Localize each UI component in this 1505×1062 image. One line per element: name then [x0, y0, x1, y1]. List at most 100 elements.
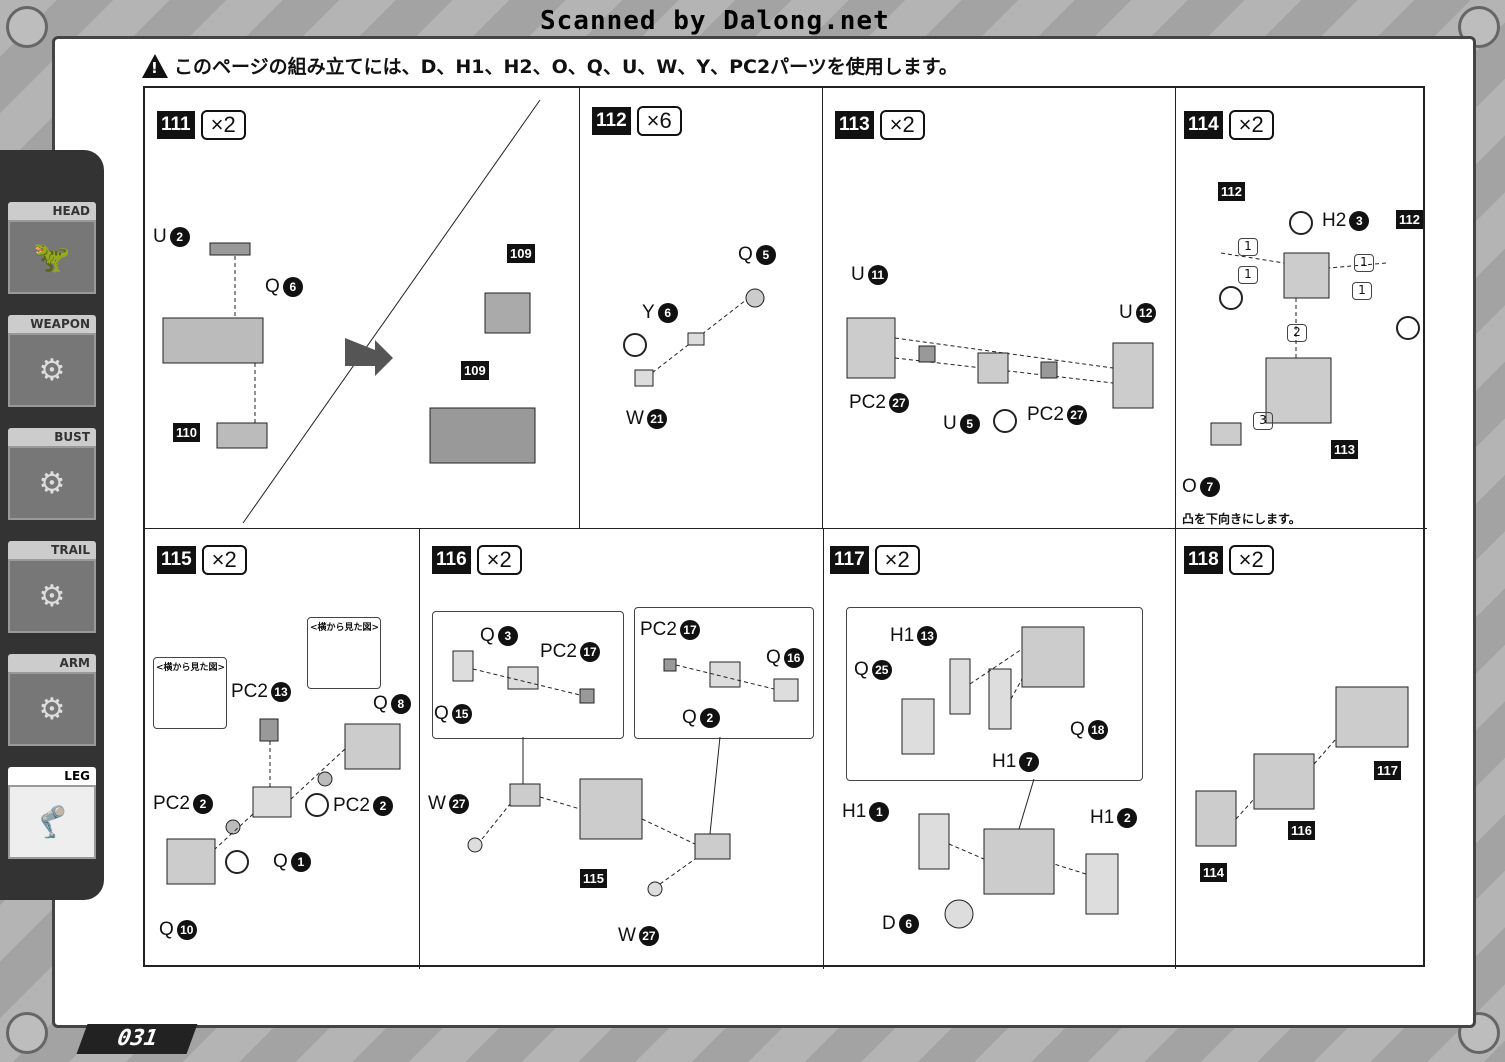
part-letter: H1	[992, 751, 1017, 772]
sequence-marker: 1	[1352, 282, 1372, 300]
part-number: 2	[699, 708, 720, 728]
warning-text: このページの組み立てには、D、H1、H2、O、Q、U、W、Y、PC2パーツを使用…	[174, 56, 958, 78]
part-letter: Q	[682, 707, 697, 728]
part-number: 1	[290, 852, 311, 872]
watermark: Scanned by Dalong.net	[540, 6, 890, 36]
step-number: 117	[830, 546, 869, 574]
sidebar-item-head[interactable]: HEAD🦖	[8, 202, 96, 294]
sequence-marker: 3	[1253, 412, 1273, 430]
part-letter: Q	[738, 244, 753, 265]
part-tag: 109	[461, 361, 489, 380]
step-118: 118×2 117 116 114	[1176, 529, 1427, 969]
part-number: 21	[646, 409, 667, 429]
part-letter: PC2	[1027, 404, 1064, 425]
part-letter: Q	[434, 703, 449, 724]
part-number: 2	[372, 796, 393, 816]
part-number: 27	[1066, 405, 1087, 425]
part-number: 3	[1349, 211, 1370, 231]
part-number: 15	[451, 704, 472, 724]
sequence-marker: 1	[1238, 238, 1258, 256]
step-number: 116	[432, 546, 471, 574]
sub-assembly-box	[432, 611, 624, 739]
part-letter: D	[882, 913, 896, 934]
part-letter: Y	[642, 302, 655, 323]
part-letter: H1	[1090, 807, 1115, 828]
part-number: 8	[390, 694, 411, 714]
weapon-icon: ⚙	[8, 333, 96, 407]
part-tag: 117	[1374, 761, 1401, 780]
sidebar-item-label: BUST	[8, 428, 96, 446]
part-number: 2	[1117, 808, 1138, 828]
step-number: 118	[1184, 546, 1223, 574]
part-number: 12	[1135, 303, 1156, 323]
part-number: 17	[679, 620, 700, 640]
sidebar-item-weapon[interactable]: WEAPON⚙	[8, 315, 96, 407]
part-tag: 110	[173, 423, 200, 442]
diagram-112	[623, 288, 765, 387]
part-number: 7	[1019, 752, 1040, 772]
part-letter: Q	[766, 647, 781, 668]
part-number: 5	[755, 245, 776, 265]
part-letter: Q	[1070, 719, 1085, 740]
part-letter: U	[851, 264, 865, 285]
arm-icon: ⚙	[8, 672, 96, 746]
step-number: 113	[835, 111, 874, 139]
sidebar-item-label: ARM	[8, 654, 96, 672]
part-number: 18	[1087, 720, 1108, 740]
step-multiplier: ×2	[476, 545, 522, 575]
part-number: 16	[783, 648, 804, 668]
sub-assembly-box	[846, 607, 1143, 781]
step-multiplier: ×2	[201, 545, 247, 575]
part-number: 6	[282, 277, 303, 297]
part-letter: Q	[480, 625, 495, 646]
bust-icon: ⚙	[8, 446, 96, 520]
step-multiplier: ×2	[200, 110, 246, 140]
sidebar-item-bust[interactable]: BUST⚙	[8, 428, 96, 520]
part-letter: U	[153, 226, 167, 247]
part-number: 7	[1199, 477, 1220, 497]
part-number: 27	[888, 393, 909, 413]
warning-icon	[142, 53, 168, 78]
step-multiplier: ×2	[1228, 545, 1274, 575]
part-letter: H2	[1322, 210, 1347, 231]
part-letter: Q	[373, 693, 388, 714]
part-number: 13	[917, 626, 938, 646]
part-letter: H1	[842, 801, 867, 822]
part-letter: U	[1119, 302, 1133, 323]
part-tag: 112	[1396, 210, 1423, 229]
step-multiplier: ×6	[636, 106, 682, 136]
part-number: 10	[176, 920, 197, 940]
sequence-marker: 1	[1238, 266, 1258, 284]
step-number: 114	[1184, 111, 1223, 139]
diagram-115	[166, 718, 401, 885]
sidebar-item-label: LEG	[8, 767, 96, 785]
sidebar-item-leg[interactable]: LEG🦿	[8, 767, 96, 859]
corner-bolt-icon	[6, 6, 48, 48]
step-note: 凸を下向きにします。	[1182, 512, 1301, 526]
part-letter: Q	[273, 851, 288, 872]
sidebar-item-trail[interactable]: TRAIL⚙	[8, 541, 96, 633]
part-letter: Q	[854, 659, 869, 680]
part-letter: Q	[265, 276, 280, 297]
part-number: 13	[270, 682, 291, 702]
sidebar-item-arm[interactable]: ARM⚙	[8, 654, 96, 746]
side-view-box: <横から見た図>	[307, 617, 381, 689]
sidebar-item-label: WEAPON	[8, 315, 96, 333]
part-letter: PC2	[640, 619, 677, 640]
part-letter: W	[626, 408, 644, 429]
part-number: 3	[497, 626, 518, 646]
part-letter: PC2	[333, 795, 370, 816]
page-frame	[52, 36, 1476, 1028]
part-number: 1	[869, 802, 890, 822]
diagram-117	[901, 626, 1119, 929]
step-multiplier: ×2	[879, 110, 925, 140]
part-tag: 109	[507, 244, 535, 263]
sidebar-item-label: TRAIL	[8, 541, 96, 559]
step-multiplier: ×2	[874, 545, 920, 575]
